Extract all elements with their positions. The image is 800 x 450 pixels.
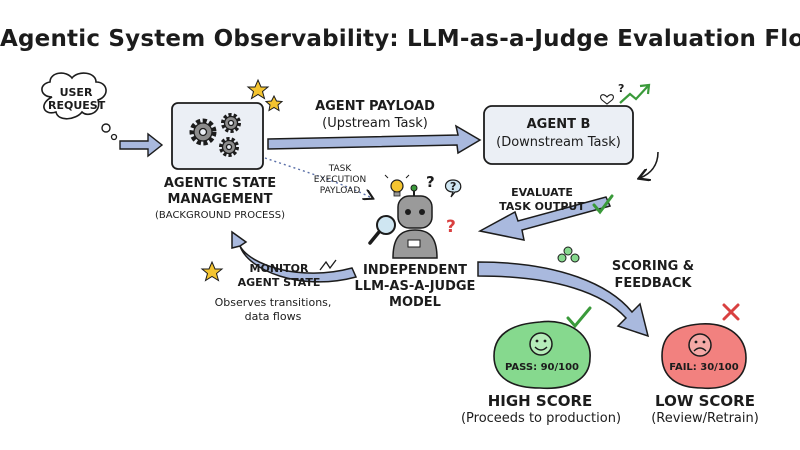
check-icon [566, 306, 592, 329]
star-icon [200, 260, 224, 282]
monitor-line2: AGENT STATE [237, 276, 321, 289]
people-icon [557, 246, 580, 263]
high-score-title: HIGH SCORE [487, 392, 593, 410]
arrow-agent-payload [267, 124, 482, 155]
task-payload-line1: TASK [328, 164, 352, 174]
monitor-note-line2: data flows [244, 310, 302, 323]
lightbulb-icon [384, 174, 410, 197]
arrow-scoring-feedback [477, 261, 650, 338]
state-management-line3: (BACKGROUND PROCESS) [155, 210, 285, 221]
judge-label: INDEPENDENT LLM-AS-A-JUDGE MODEL [345, 263, 485, 311]
high-score-subtitle: (Proceeds to production) [460, 411, 622, 426]
judge-line1: INDEPENDENT [362, 263, 468, 278]
cross-icon [722, 303, 740, 321]
sad-face-icon [688, 333, 712, 357]
task-payload-line3: PAYLOAD [319, 186, 361, 196]
low-score-title: LOW SCORE [655, 392, 755, 410]
question-mark-icon: ? [618, 82, 624, 95]
agent-b-box [483, 105, 634, 165]
state-management-label: AGENTIC STATE MANAGEMENT (BACKGROUND PRO… [140, 176, 300, 224]
agent-b-line1: AGENT B [526, 117, 591, 132]
evaluate-line1: EVALUATE [511, 186, 573, 199]
heart-icon [599, 94, 615, 105]
agent-b-line2: (Downstream Task) [496, 135, 621, 150]
state-management-line2: MANAGEMENT [167, 192, 273, 207]
svg-text:?: ? [450, 180, 456, 193]
question-mark-icon: ? [426, 173, 435, 191]
state-management-box [171, 102, 264, 170]
check-icon [592, 194, 614, 215]
fail-blob [661, 323, 747, 390]
evaluate-line2: TASK OUTPUT [499, 200, 585, 213]
robot-judge-icon [392, 184, 438, 259]
agent-b-label: AGENT B (Downstream Task) [486, 116, 631, 152]
monitor-label: MONITOR AGENT STATE [234, 262, 324, 290]
question-mark-icon: ? [446, 217, 456, 237]
user-request-label: USER REQUEST [48, 86, 106, 112]
monitor-line1: MONITOR [249, 262, 309, 275]
monitor-note-line1: Observes transitions, [214, 296, 332, 309]
low-score-subtitle: (Review/Retrain) [651, 411, 759, 426]
magnifier-icon [368, 215, 396, 245]
scoring-line2: FEEDBACK [614, 276, 692, 291]
user-request-cloud [41, 72, 118, 141]
agent-payload-line2: (Upstream Task) [322, 116, 428, 131]
star-icon [246, 78, 270, 100]
gears-icon [189, 113, 241, 157]
star-icon [264, 94, 284, 112]
task-payload-line2: EXECUTION [313, 175, 367, 185]
state-management-line1: AGENTIC STATE [163, 176, 277, 191]
user-request-line1: USER [59, 86, 93, 99]
arrow-evaluate-output [477, 196, 612, 241]
evaluate-label: EVALUATE TASK OUTPUT [490, 186, 594, 214]
scoring-label: SCORING & FEEDBACK [608, 258, 698, 292]
smile-face-icon [529, 332, 553, 356]
task-payload-label: TASK EXECUTION PAYLOAD [300, 164, 380, 197]
arrow-monitor-loop [231, 230, 358, 283]
fail-score-label: FAIL: 30/100 [669, 362, 739, 373]
arrow-request-to-state [119, 132, 164, 158]
agent-payload-line1: AGENT PAYLOAD [315, 99, 435, 114]
judge-line3: MODEL [389, 295, 441, 310]
judge-line2: LLM-AS-A-JUDGE [354, 279, 476, 294]
user-request-line2: REQUEST [48, 99, 106, 112]
scoring-line1: SCORING & [611, 259, 695, 274]
pass-score-label: PASS: 90/100 [504, 362, 580, 373]
question-bubble-icon: ? [444, 179, 462, 198]
monitor-note: Observes transitions, data flows [208, 296, 338, 324]
trend-up-icon [619, 83, 651, 104]
squiggle-icon [319, 259, 337, 271]
diagram-title: Agentic System Observability: LLM-as-a-J… [0, 26, 800, 52]
agent-payload-label: AGENT PAYLOAD (Upstream Task) [300, 98, 450, 132]
arrow-agent-b-curve [640, 151, 659, 178]
